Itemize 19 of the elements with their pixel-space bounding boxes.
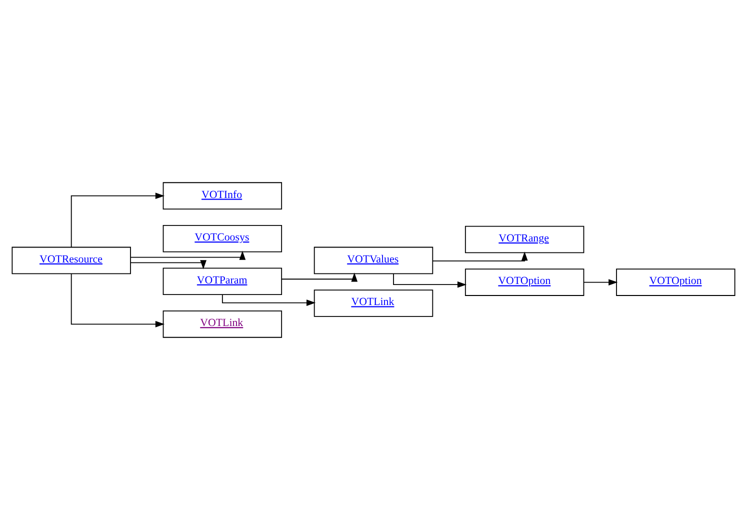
arrow bbox=[130, 250, 246, 260]
node-box: VOTParam bbox=[162, 267, 282, 295]
node-box: VOTResource bbox=[12, 246, 131, 274]
arrow bbox=[222, 294, 316, 306]
arrow bbox=[583, 278, 618, 285]
arrow bbox=[393, 272, 467, 288]
node-box: VOTValues bbox=[314, 246, 434, 274]
node-box: VOTRange bbox=[464, 225, 584, 253]
arrow bbox=[70, 272, 165, 327]
arrow bbox=[432, 251, 528, 261]
node-box: VOTOption bbox=[464, 268, 584, 296]
node-box: VOTOption bbox=[616, 268, 736, 296]
node-box: VOTCoosys bbox=[162, 224, 282, 252]
arrow bbox=[130, 260, 206, 269]
arrow bbox=[70, 192, 165, 248]
node-box: VOTLink bbox=[162, 310, 282, 338]
arrow bbox=[281, 272, 358, 282]
node-box: VOTInfo bbox=[162, 182, 282, 209]
node-box: VOTLink bbox=[314, 289, 434, 316]
